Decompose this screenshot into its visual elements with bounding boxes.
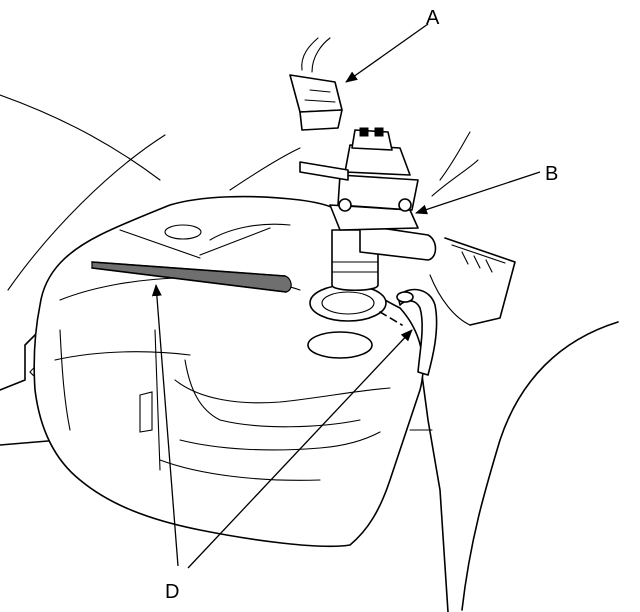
fuel-pump-unit [299, 127, 437, 292]
side-bracket [429, 237, 516, 326]
callout-d-leader-strap [151, 284, 179, 567]
callout-d-label: D [165, 581, 179, 603]
callout-a-label: A [426, 7, 440, 29]
electrical-connector [289, 37, 343, 131]
callout-d-leader-hose [187, 329, 413, 569]
tank-strap [91, 261, 292, 293]
callout-a-leader [345, 23, 429, 83]
callout-b-label: B [545, 163, 558, 185]
callout-b-leader [415, 171, 541, 215]
vehicle-body-outline [0, 94, 619, 612]
fuel-tank [33, 195, 424, 548]
fuel-hose [379, 288, 438, 376]
